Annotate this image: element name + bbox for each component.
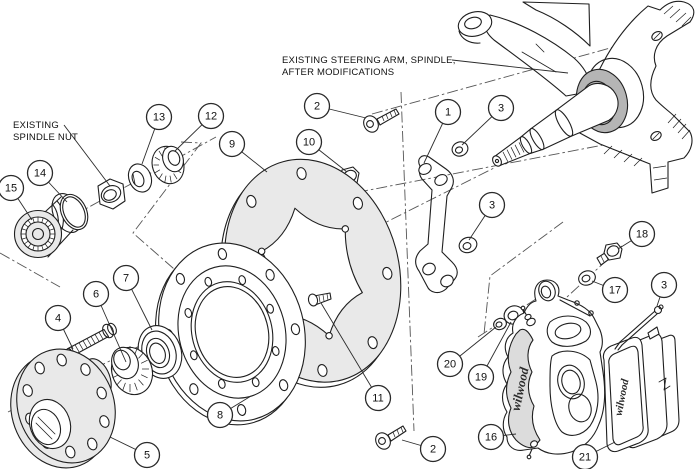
callout-13: 13 bbox=[141, 103, 173, 165]
callout-number: 15 bbox=[5, 183, 17, 195]
callout-15: 15 bbox=[0, 174, 33, 221]
callout-number: 8 bbox=[217, 410, 223, 422]
o-ring bbox=[59, 193, 89, 231]
callout-number: 9 bbox=[229, 139, 235, 151]
note-line: AFTER MODIFICATIONS bbox=[282, 67, 394, 78]
callout-number: 16 bbox=[485, 432, 497, 444]
cotter-pin bbox=[614, 304, 664, 351]
bleed-screw-upper bbox=[520, 305, 536, 327]
caliper-bracket bbox=[415, 155, 458, 294]
callout-5: 5 bbox=[109, 436, 161, 469]
callout-number: 3 bbox=[489, 200, 495, 212]
brake-pads: wilwood bbox=[602, 326, 680, 453]
callout-14: 14 bbox=[26, 159, 68, 203]
callout-20: 20 bbox=[436, 326, 497, 378]
callout-number: 10 bbox=[303, 137, 315, 149]
callout-11: 11 bbox=[320, 302, 392, 412]
callout-number: 2 bbox=[430, 444, 436, 456]
phantom-centerlines bbox=[0, 36, 651, 432]
callout-10: 10 bbox=[295, 128, 348, 173]
callout-number: 4 bbox=[55, 313, 61, 325]
caliper-washer-17 bbox=[578, 270, 596, 286]
callout-16: 16 bbox=[477, 423, 517, 451]
callout-2: 2 bbox=[401, 435, 447, 463]
callout-number: 19 bbox=[475, 372, 487, 384]
spindle-threads bbox=[502, 142, 525, 163]
callout-18: 18 bbox=[617, 220, 656, 250]
callout-19: 19 bbox=[467, 321, 512, 391]
callout-1: 1 bbox=[423, 98, 462, 164]
note-line: SPINDLE NUT bbox=[13, 132, 78, 143]
callout-number: 11 bbox=[372, 393, 383, 405]
caliper: wilwood bbox=[501, 279, 606, 460]
spindle-shaft bbox=[492, 57, 645, 167]
spindle-washer bbox=[127, 163, 153, 193]
callout-7: 7 bbox=[112, 264, 153, 331]
callout-number: 3 bbox=[498, 103, 504, 115]
hub bbox=[10, 348, 116, 469]
rotor-register-bolt-11 bbox=[307, 292, 332, 307]
callout-number: 1 bbox=[445, 107, 451, 119]
callout-8: 8 bbox=[206, 395, 252, 429]
callout-number: 14 bbox=[34, 168, 46, 180]
callout-21: 21 bbox=[571, 441, 616, 469]
callout-12: 12 bbox=[174, 102, 225, 152]
bracket-washer-lower bbox=[458, 236, 478, 254]
countersunk-bolt-upper bbox=[363, 108, 400, 133]
callout-number: 21 bbox=[579, 452, 591, 464]
callout-number: 5 bbox=[144, 450, 150, 462]
existing-steering-arm-note: EXISTING STEERING ARM, SPINDLE,AFTER MOD… bbox=[282, 55, 569, 78]
caliper-shim-washer-20 bbox=[493, 317, 507, 331]
callout-number: 20 bbox=[444, 359, 456, 371]
callout-3: 3 bbox=[468, 191, 506, 241]
callout-4: 4 bbox=[44, 304, 74, 350]
bleed-screw-lower bbox=[526, 440, 539, 460]
callout-3: 3 bbox=[650, 271, 678, 307]
steering-arm bbox=[457, 1, 592, 97]
note-line: EXISTING bbox=[13, 120, 59, 131]
callout-2: 2 bbox=[303, 92, 367, 120]
callout-6: 6 bbox=[82, 280, 127, 363]
callout-number: 18 bbox=[636, 229, 648, 241]
inner-bearing bbox=[110, 346, 154, 396]
callout-number: 7 bbox=[123, 273, 129, 285]
spindle-nut bbox=[97, 178, 126, 210]
bracket-washer-upper bbox=[451, 141, 469, 157]
callout-number: 17 bbox=[609, 285, 621, 297]
callout-number: 3 bbox=[661, 280, 667, 292]
callout-number: 6 bbox=[93, 289, 99, 301]
rotor-adapter bbox=[155, 242, 306, 426]
note-line: EXISTING STEERING ARM, SPINDLE, bbox=[282, 55, 456, 66]
caliper-bolt-18 bbox=[596, 242, 623, 266]
callout-3: 3 bbox=[461, 94, 515, 146]
callout-number: 12 bbox=[205, 111, 217, 123]
callout-number: 2 bbox=[314, 101, 320, 113]
callout-9: 9 bbox=[218, 130, 268, 173]
outer-bearing bbox=[151, 145, 185, 185]
callout-number: 13 bbox=[153, 112, 165, 124]
countersunk-bolt-lower bbox=[375, 425, 407, 450]
chamfer-hatch bbox=[603, 5, 692, 181]
callout-17: 17 bbox=[591, 276, 629, 304]
